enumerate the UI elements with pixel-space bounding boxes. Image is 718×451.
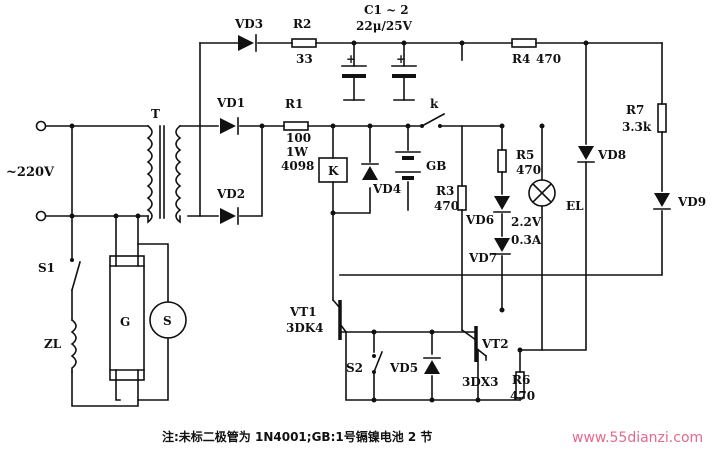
switch-s2 bbox=[372, 350, 384, 374]
label-r3-value: 470 bbox=[434, 199, 459, 213]
vt1-transistor bbox=[331, 298, 348, 340]
vd6-diode bbox=[493, 196, 511, 213]
r1-resistor bbox=[283, 121, 309, 131]
label-vd9: VD9 bbox=[677, 195, 706, 209]
starter-s bbox=[149, 301, 187, 339]
vd9-diode bbox=[653, 193, 671, 210]
label-vt1: VT1 bbox=[289, 305, 317, 319]
label-vt2: VT2 bbox=[481, 337, 509, 351]
r2-resistor bbox=[291, 38, 317, 48]
label-ac: ~220V bbox=[6, 165, 55, 180]
vt2-transistor bbox=[474, 326, 488, 362]
label-r5-value: 470 bbox=[516, 163, 541, 177]
vd4-diode bbox=[361, 163, 379, 180]
transformer-t bbox=[146, 124, 182, 224]
vd7-diode bbox=[493, 238, 511, 255]
svg-text:+: + bbox=[396, 52, 406, 66]
label-r6-value: 470 bbox=[510, 389, 535, 403]
watermark: www.55dianzi.com bbox=[572, 430, 703, 446]
label-k-relay: K bbox=[328, 164, 339, 178]
r3-resistor bbox=[457, 185, 467, 211]
vd3-diode bbox=[238, 34, 257, 52]
label-vd1: VD1 bbox=[216, 96, 245, 110]
label-c12-value: 22μ/25V bbox=[356, 19, 413, 33]
label-r3: R3 bbox=[436, 184, 454, 198]
junction-dots bbox=[69, 40, 589, 403]
vd5-diode bbox=[423, 357, 441, 374]
lamp-el bbox=[528, 179, 556, 207]
label-vd6: VD6 bbox=[465, 213, 494, 227]
vd8-diode bbox=[577, 146, 595, 163]
battery-gb bbox=[395, 151, 421, 180]
label-vd8: VD8 bbox=[597, 148, 626, 162]
label-vt1-type: 3DK4 bbox=[286, 321, 324, 335]
label-vd7: VD7 bbox=[468, 251, 497, 265]
capacitor-c1: + bbox=[341, 52, 367, 78]
label-r7: R7 bbox=[626, 103, 644, 117]
label-vd3: VD3 bbox=[234, 17, 263, 31]
r5-resistor bbox=[497, 149, 507, 173]
fluorescent-tube-g bbox=[109, 255, 145, 381]
label-zl: ZL bbox=[44, 337, 62, 351]
label-c12: C1 ~ 2 bbox=[364, 3, 409, 17]
switch-k bbox=[420, 112, 446, 128]
label-vd4: VD4 bbox=[372, 182, 401, 196]
wires bbox=[45, 42, 663, 407]
label-r1-code: 4098 bbox=[281, 159, 314, 173]
vd2-diode bbox=[220, 207, 239, 225]
ac-terminal-top bbox=[35, 120, 47, 132]
r4-resistor bbox=[511, 38, 537, 48]
label-s: S bbox=[163, 314, 172, 328]
label-k-contact: k bbox=[430, 97, 439, 111]
label-r1: R1 bbox=[285, 97, 303, 111]
label-r7-value: 3.3k bbox=[622, 120, 652, 134]
label-r2-value: 33 bbox=[296, 52, 313, 66]
ac-terminal-bottom bbox=[35, 210, 47, 222]
label-r1-watts: 1W bbox=[286, 145, 308, 159]
switch-s1 bbox=[70, 258, 81, 291]
label-r1-ohms: 100 bbox=[286, 131, 311, 145]
label-gb: GB bbox=[426, 159, 446, 173]
label-vd2: VD2 bbox=[216, 187, 245, 201]
ballast-zl bbox=[70, 318, 77, 373]
label-el-voltage: 2.2V bbox=[511, 215, 542, 229]
relay-k-coil bbox=[318, 157, 348, 183]
label-r5: R5 bbox=[516, 148, 534, 162]
r7-resistor bbox=[657, 103, 667, 133]
label-r2: R2 bbox=[293, 17, 311, 31]
label-t: T bbox=[151, 107, 160, 121]
capacitor-c2: + bbox=[391, 52, 417, 78]
vd1-diode bbox=[220, 117, 239, 135]
label-s1: S1 bbox=[38, 261, 55, 275]
label-r4-value: 470 bbox=[536, 52, 561, 66]
label-r4: R4 bbox=[512, 52, 530, 66]
svg-text:+: + bbox=[346, 52, 356, 66]
label-vd5: VD5 bbox=[389, 361, 418, 375]
label-el: EL bbox=[566, 199, 584, 213]
label-el-current: 0.3A bbox=[511, 233, 542, 247]
label-g: G bbox=[120, 315, 130, 329]
label-s2: S2 bbox=[346, 361, 363, 375]
footnote: 注:未标二极管为 1N4001;GB:1号镉镍电池 2 节 bbox=[162, 429, 432, 444]
r6-resistor bbox=[515, 371, 525, 399]
label-r6: R6 bbox=[512, 373, 530, 387]
label-vt2-type: 3DX3 bbox=[462, 375, 498, 389]
